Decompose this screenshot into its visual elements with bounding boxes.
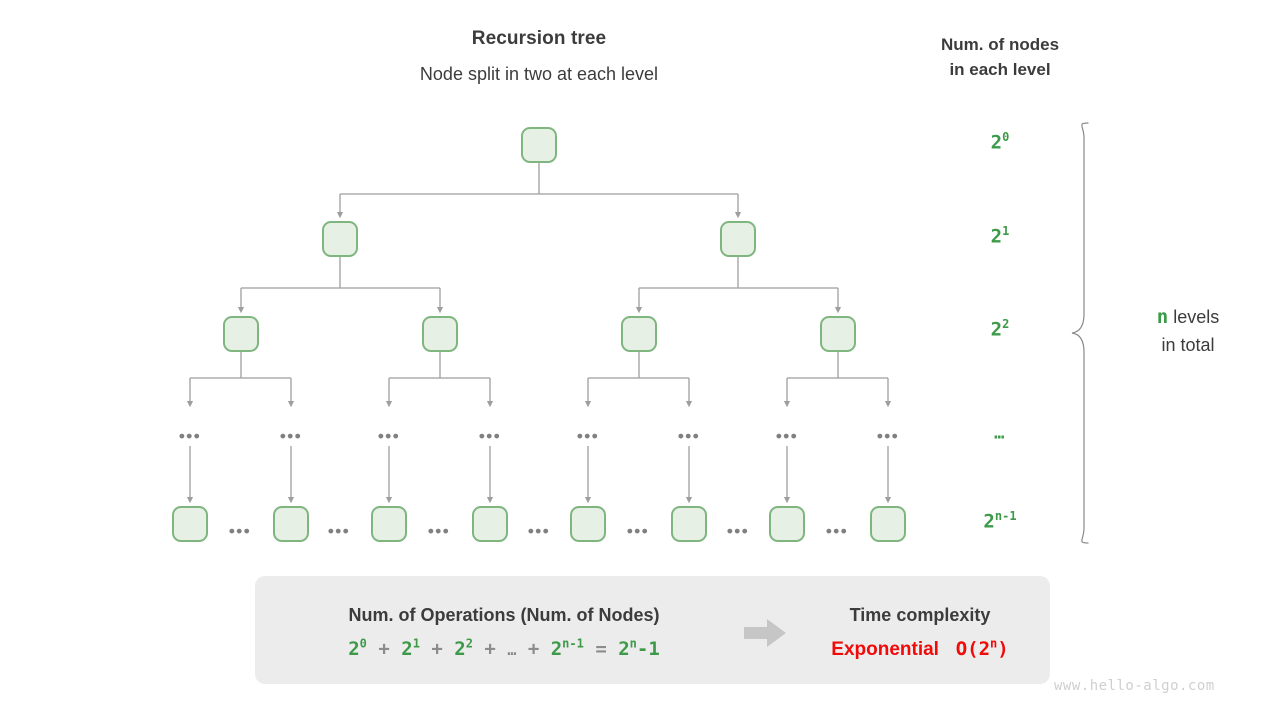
page-title: Recursion tree — [471, 28, 607, 49]
total-levels-label: n levels in total — [1108, 303, 1268, 359]
level-count-label-1: 21 — [990, 224, 1010, 248]
time-complexity-value: Exponential O(2n) — [795, 636, 1045, 661]
summary-panel — [255, 576, 1050, 684]
leaf-gap-ellipsis: ••• — [527, 521, 551, 541]
tree-node-leaf — [273, 506, 309, 542]
formula-result: 2n-1 — [618, 636, 660, 660]
leaf-gap-ellipsis: ••• — [327, 521, 351, 541]
leaf-gap-ellipsis: ••• — [825, 521, 849, 541]
tree-ellipsis: ••• — [478, 426, 502, 446]
level-count-label-2: 22 — [990, 317, 1010, 341]
tree-node — [720, 221, 756, 257]
formula-term-last: 2n-1 — [550, 636, 584, 660]
leaf-gap-ellipsis: ••• — [626, 521, 650, 541]
leaf-gap-ellipsis: ••• — [427, 521, 451, 541]
column-title-line1: Num. of nodes — [940, 35, 1060, 54]
tree-node — [223, 316, 259, 352]
leaf-gap-ellipsis: ••• — [726, 521, 750, 541]
level-count-label-3: … — [994, 423, 1006, 444]
formula-equals: = — [595, 638, 607, 660]
time-complexity-word: Exponential — [831, 639, 939, 660]
total-levels-text2: in total — [1161, 335, 1215, 355]
formula-term-2: 22 — [454, 636, 473, 660]
total-levels-text1: levels — [1173, 307, 1220, 327]
tree-node-leaf — [472, 506, 508, 542]
tree-ellipsis: ••• — [279, 426, 303, 446]
time-complexity-notation: O(2n) — [944, 636, 1009, 660]
formula-plus: + — [484, 638, 496, 660]
tree-node-leaf — [870, 506, 906, 542]
tree-edges — [186, 163, 892, 504]
tree-ellipsis: ••• — [876, 426, 900, 446]
tree-node-root — [521, 127, 557, 163]
tree-ellipsis: ••• — [775, 426, 799, 446]
level-count-label-4: 2n-1 — [983, 509, 1017, 533]
tree-ellipsis: ••• — [377, 426, 401, 446]
formula-term-1: 21 — [401, 636, 420, 660]
formula-plus: + — [431, 638, 443, 660]
tree-ellipsis: ••• — [677, 426, 701, 446]
column-title: Num. of nodes in each level — [905, 32, 1095, 82]
page-subtitle: Node split in two at each level — [419, 64, 659, 84]
tree-node-leaf — [172, 506, 208, 542]
tree-node — [322, 221, 358, 257]
time-complexity-title: Time complexity — [849, 605, 991, 625]
watermark: www.hello-algo.com — [1054, 678, 1215, 694]
tree-node-leaf — [570, 506, 606, 542]
tree-node — [621, 316, 657, 352]
tree-ellipsis: ••• — [178, 426, 202, 446]
tree-node — [422, 316, 458, 352]
tree-node-leaf — [671, 506, 707, 542]
column-title-line2: in each level — [949, 60, 1051, 79]
levels-brace — [1071, 122, 1089, 544]
formula-plus: + — [378, 638, 390, 660]
operations-title: Num. of Operations (Num. of Nodes) — [348, 605, 660, 625]
leaf-gap-ellipsis: ••• — [228, 521, 252, 541]
operations-formula: 20 + 21 + 22 + … + 2n-1 = 2n-1 — [275, 636, 733, 660]
tree-node — [820, 316, 856, 352]
tree-node-leaf — [769, 506, 805, 542]
total-levels-n: n — [1156, 306, 1169, 328]
formula-term-0: 20 — [348, 636, 367, 660]
formula-plus: + — [527, 638, 540, 660]
right-arrow-icon — [744, 619, 786, 647]
formula-ellipsis: … — [507, 641, 517, 659]
tree-node-leaf — [371, 506, 407, 542]
tree-ellipsis: ••• — [576, 426, 600, 446]
level-count-label-0: 20 — [990, 130, 1010, 154]
